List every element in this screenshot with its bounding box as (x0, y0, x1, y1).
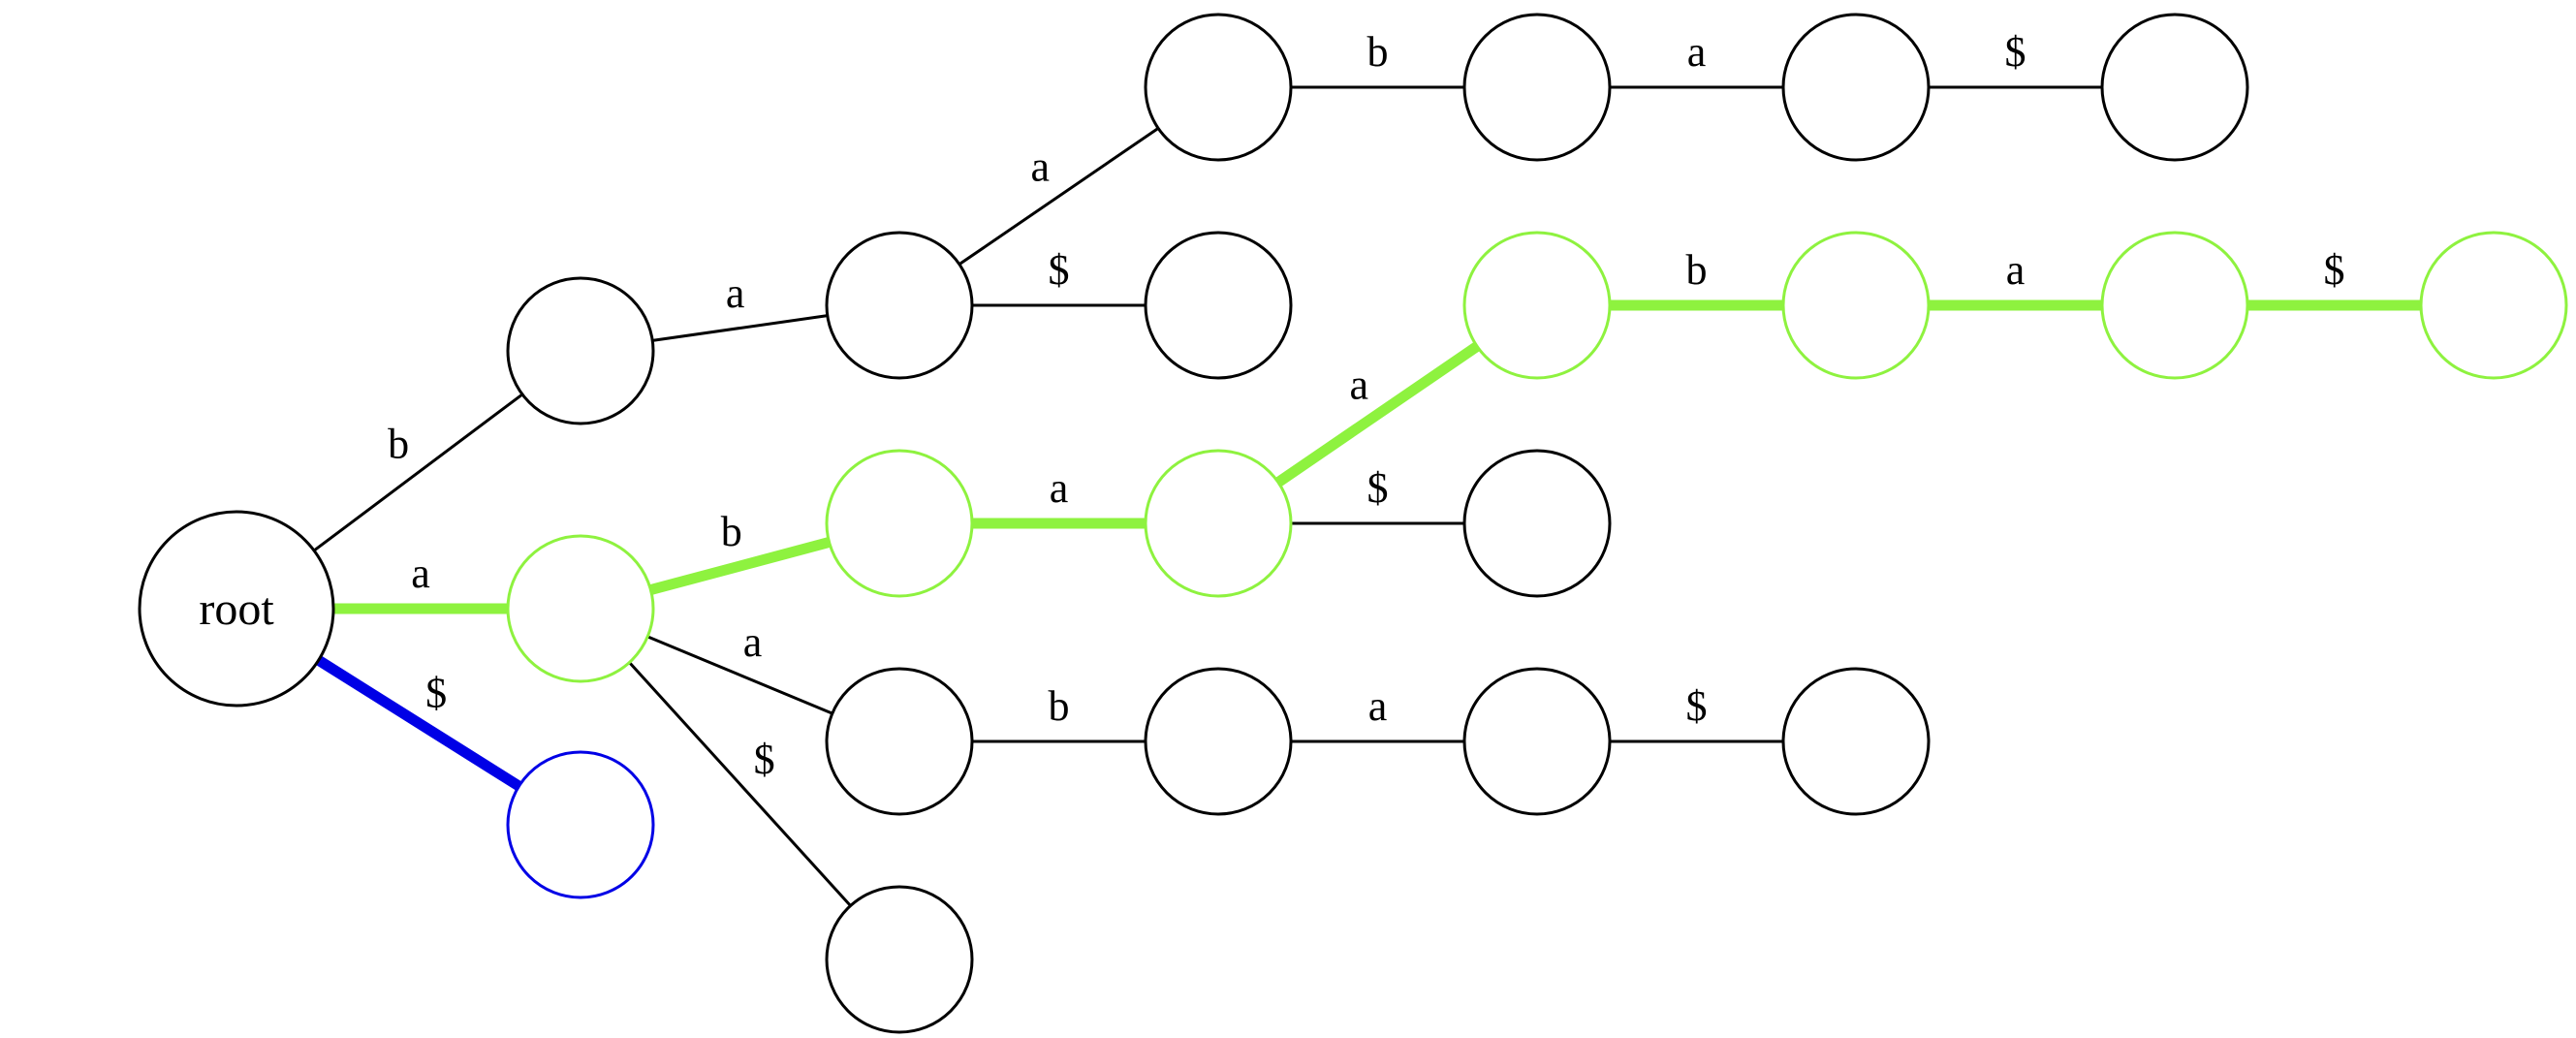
node-n-baab (1462, 13, 1612, 162)
node-n-aab (1144, 667, 1293, 816)
node-n-aaba-end (1781, 667, 1931, 816)
node-root: root (138, 510, 335, 708)
node-n--end (506, 750, 655, 899)
node-circle-n-ab (825, 449, 974, 598)
node-n-abaab (1781, 231, 1931, 380)
node-n-abaa (1462, 231, 1612, 380)
node-n-aa (825, 667, 974, 816)
node-circle-n-abaaba (2100, 231, 2249, 380)
node-circle-n-baaba-end (2100, 13, 2249, 162)
edge-n-aba-to-n-abaa (1274, 341, 1481, 488)
node-n-baaba-end (2100, 13, 2249, 162)
node-circle-n-ba-end (1144, 231, 1293, 380)
edge-label-n-aaba-to-n-aaba-end: $ (1686, 682, 1708, 730)
node-circle-root (138, 510, 335, 708)
node-circle-n-aa (825, 667, 974, 816)
node-n-ba (825, 231, 974, 380)
edge-label-n-aba-to-n-abaa: a (1350, 361, 1369, 408)
edge-label-n-b-to-n-ba: a (726, 269, 745, 317)
node-n-b (506, 276, 655, 425)
edge-label-n-a-to-n-a-end: $ (754, 736, 775, 783)
edge-n-a-to-n-ab (649, 537, 831, 595)
edge-label-n-a-to-n-ab: b (721, 508, 742, 555)
edge-label-n-abaaba-to-n-abaaba-end: $ (2324, 246, 2345, 294)
edge-n-b-to-n-ba (652, 314, 828, 342)
edge-label-n-ba-to-n-baa: a (1031, 142, 1051, 190)
node-circle-n--end (506, 750, 655, 899)
edge-label-n-a-to-n-aa: a (743, 618, 763, 666)
node-n-aba (1144, 449, 1293, 598)
node-circle-n-baa (1144, 13, 1293, 162)
node-n-a (506, 534, 655, 683)
edge-n-a-to-n-aa (646, 635, 833, 715)
node-n-aaba (1462, 667, 1612, 816)
edge-root-to-n--end (315, 655, 522, 791)
node-circle-n-abaa (1462, 231, 1612, 380)
edge-label-root-to-n-a: a (411, 550, 430, 597)
edge-n-ba-to-n-baa (958, 127, 1159, 266)
node-circle-n-abaab (1781, 231, 1931, 380)
edge-label-n-baaba-to-n-baaba-end: $ (2005, 28, 2026, 76)
edge-n-a-to-n-a-end (628, 661, 852, 907)
node-circle-n-aaba-end (1781, 667, 1931, 816)
edge-label-root-to-n--end: $ (425, 669, 447, 716)
node-n-abaaba (2100, 231, 2249, 380)
node-circle-n-baab (1462, 13, 1612, 162)
edge-label-root-to-n-b: b (388, 420, 409, 467)
edge-label-n-aa-to-n-aab: b (1049, 682, 1070, 730)
node-circle-n-aaba (1462, 667, 1612, 816)
node-n-ba-end (1144, 231, 1293, 380)
node-n-baaba (1781, 13, 1931, 162)
node-circle-n-aba (1144, 449, 1293, 598)
edge-root-to-n-b (313, 393, 523, 552)
node-circle-n-b (506, 276, 655, 425)
node-circle-n-a (506, 534, 655, 683)
node-n-aba-end (1462, 449, 1612, 598)
nodes-layer: root (138, 13, 2568, 1034)
node-circle-n-abaaba-end (2419, 231, 2568, 380)
edge-label-n-aba-to-n-aba-end: $ (1367, 464, 1389, 512)
node-label-root: root (199, 583, 274, 635)
node-n-abaaba-end (2419, 231, 2568, 380)
node-n-baa (1144, 13, 1293, 162)
node-circle-n-aab (1144, 667, 1293, 816)
edge-label-n-baa-to-n-baab: b (1367, 28, 1389, 76)
edge-labels-layer: b a a b a $ $ a b a a b a $ $ a b a $ $ $ (388, 28, 2344, 783)
node-circle-n-a-end (825, 885, 974, 1034)
edge-label-n-abaa-to-n-abaab: b (1686, 246, 1708, 294)
node-n-ab (825, 449, 974, 598)
edge-label-n-ab-to-n-aba: a (1050, 464, 1069, 512)
edge-label-n-baab-to-n-baaba: a (1687, 28, 1707, 76)
edge-label-n-ba-to-n-ba-end: $ (1049, 246, 1070, 294)
node-circle-n-aba-end (1462, 449, 1612, 598)
node-circle-n-ba (825, 231, 974, 380)
edges-layer (313, 85, 2421, 907)
edge-label-n-abaab-to-n-abaaba: a (2006, 246, 2026, 294)
edge-label-n-aab-to-n-aaba: a (1368, 682, 1388, 730)
node-n-a-end (825, 885, 974, 1034)
node-circle-n-baaba (1781, 13, 1931, 162)
